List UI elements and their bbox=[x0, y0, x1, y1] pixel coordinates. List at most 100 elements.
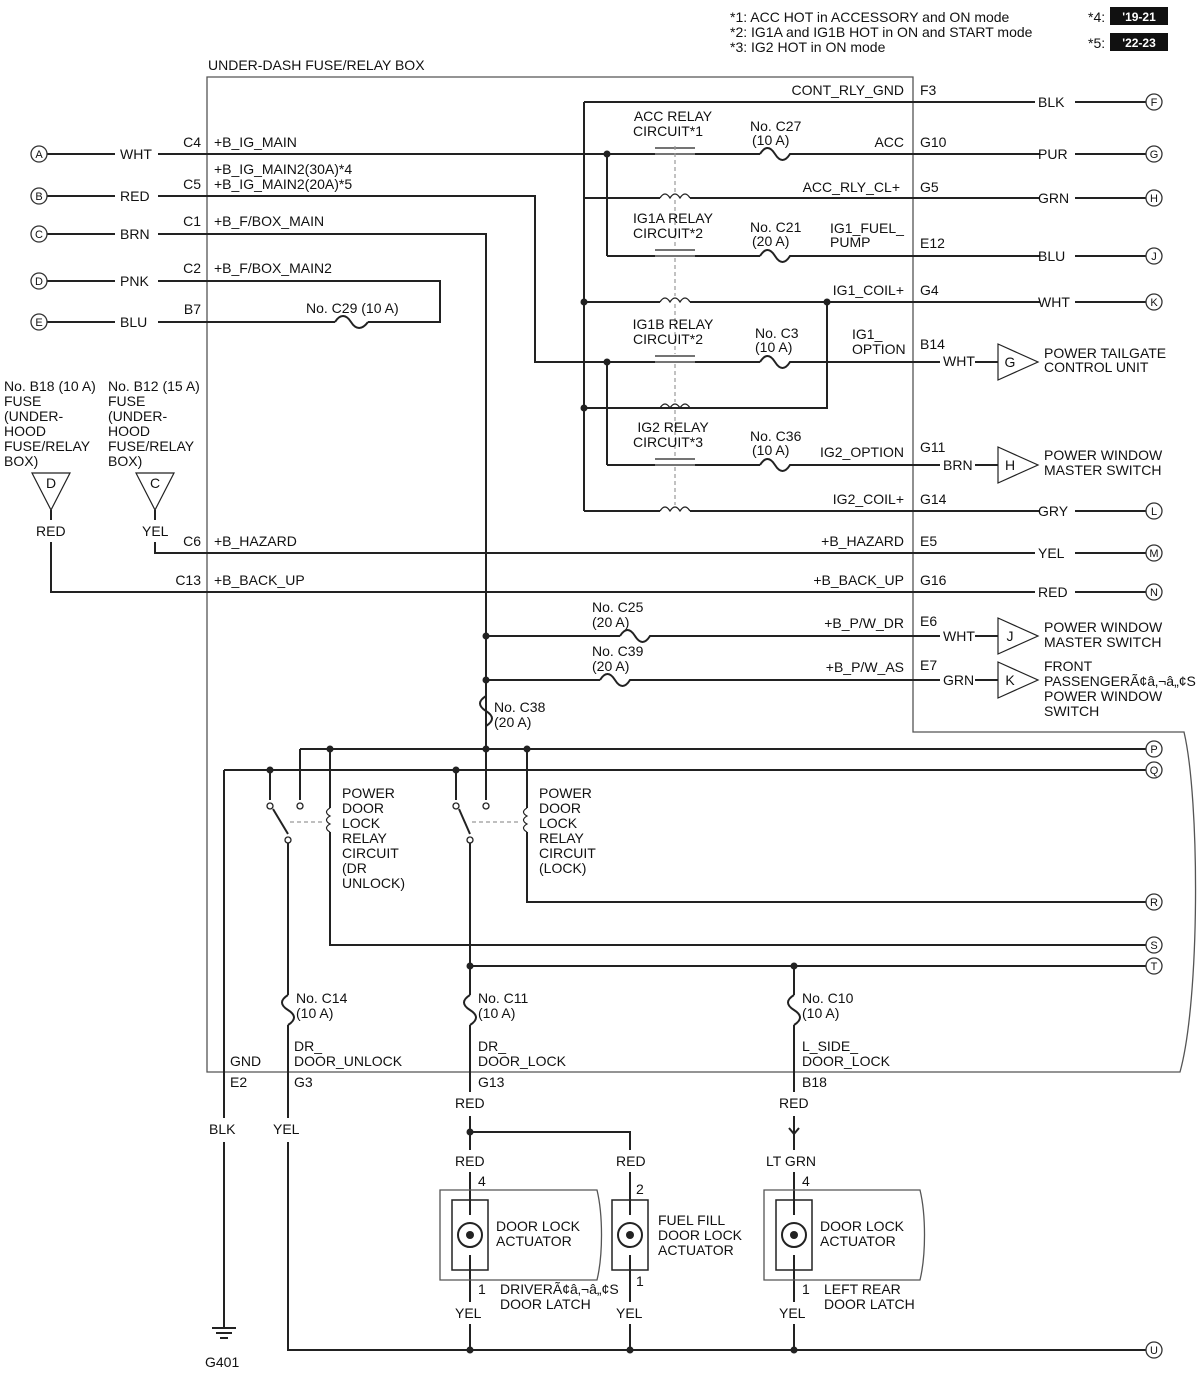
dev-pw-master-dr-2: MASTER SWITCH bbox=[1044, 634, 1161, 650]
wire-color-G: PUR bbox=[1038, 146, 1068, 162]
pdl-unlock-l5: CIRCUIT bbox=[342, 845, 399, 861]
bottom-signal-dr-unlock-1: DR_ bbox=[294, 1038, 322, 1054]
under-hood-fuses: No. B18 (10 A) FUSE (UNDER- HOOD FUSE/RE… bbox=[4, 378, 1035, 593]
signal-ig1-option-2: OPTION bbox=[852, 341, 906, 357]
note-3: *3: IG2 HOT in ON mode bbox=[730, 39, 886, 55]
year-badge-5: '22-23 bbox=[1110, 33, 1168, 51]
wire-color-yel-unlock: YEL bbox=[273, 1121, 300, 1137]
wire-color-K: WHT bbox=[1038, 294, 1070, 310]
hood-fuse-b18-l3: (UNDER- bbox=[4, 408, 63, 424]
bottom-signal-lside-2: DOOR_LOCK bbox=[802, 1053, 891, 1069]
pin-E7: E7 bbox=[920, 657, 937, 673]
wire-color-g11: BRN bbox=[943, 457, 973, 473]
fuse-c25-a: No. C25 bbox=[592, 599, 644, 615]
signal-B-FBOX-MAIN2: +B_F/BOX_MAIN2 bbox=[214, 260, 332, 276]
actuator-driver-door: 4 1 DOOR LOCK ACTUATOR DRIVERÃ¢â‚¬â„¢S D… bbox=[439, 1173, 619, 1312]
wire-color-yel-act2: YEL bbox=[616, 1305, 643, 1321]
pin-G16: G16 bbox=[920, 572, 947, 588]
connector-G: G bbox=[1145, 145, 1163, 163]
ground-symbol bbox=[212, 1327, 236, 1339]
wire-color-red-b18: RED bbox=[779, 1095, 809, 1111]
wire-color-e6: WHT bbox=[943, 628, 975, 644]
actuator-3-l2: ACTUATOR bbox=[820, 1233, 896, 1249]
bottom-signal-dr-lock-1: DR_ bbox=[478, 1038, 506, 1054]
pin-F3: F3 bbox=[920, 82, 937, 98]
signal-B-IG-MAIN: +B_IG_MAIN bbox=[214, 134, 297, 150]
svg-text:S: S bbox=[1150, 940, 1157, 952]
signal-b-backup: +B_BACK_UP bbox=[214, 572, 305, 588]
wire-color-red-g13: RED bbox=[455, 1095, 485, 1111]
pin-C13: C13 bbox=[175, 572, 201, 588]
svg-text:G: G bbox=[1150, 149, 1159, 161]
pin-C2: C2 bbox=[183, 260, 201, 276]
pdl-lock-l6: (LOCK) bbox=[539, 860, 586, 876]
acc-relay-label-1: ACC RELAY bbox=[634, 108, 713, 124]
note-1: *1: ACC HOT in ACCESSORY and ON mode bbox=[730, 9, 1010, 25]
ig2-relay-label-1: IG2 RELAY bbox=[637, 419, 709, 435]
signal-ig1-coil: IG1_COIL+ bbox=[833, 282, 904, 298]
pin-G14: G14 bbox=[920, 491, 947, 507]
right-outputs: F G H J K L M N BLK PUR GRN BLU WHT GRY … bbox=[584, 82, 1163, 601]
pin-E12: E12 bbox=[920, 235, 945, 251]
fuse-c10-b: (10 A) bbox=[802, 1005, 839, 1021]
wire-color-red-act2: RED bbox=[616, 1153, 646, 1169]
connector-M: M bbox=[1145, 544, 1163, 562]
actuator-1-l2: ACTUATOR bbox=[496, 1233, 572, 1249]
svg-text:L: L bbox=[1151, 506, 1157, 518]
dev-tailgate-2: CONTROL UNIT bbox=[1044, 359, 1149, 375]
pdl-lock-l5: CIRCUIT bbox=[539, 845, 596, 861]
ig1b-relay-label-1: IG1B RELAY bbox=[633, 316, 714, 332]
fuse-c21-a: No. C21 bbox=[750, 219, 802, 235]
signal-B-FBOX-MAIN: +B_F/BOX_MAIN bbox=[214, 213, 324, 229]
signal-ig1-pump: PUMP bbox=[830, 234, 870, 250]
connector-B: B bbox=[30, 187, 48, 205]
svg-text:B: B bbox=[35, 191, 42, 203]
svg-text:'19-21: '19-21 bbox=[1122, 10, 1156, 24]
actuator-1-pin-bot: 1 bbox=[478, 1281, 486, 1297]
svg-text:D: D bbox=[35, 276, 43, 288]
signal-b-backup-right: +B_BACK_UP bbox=[813, 572, 904, 588]
pin-G5: G5 bbox=[920, 179, 939, 195]
svg-text:N: N bbox=[1150, 587, 1158, 599]
connector-H: H bbox=[1145, 189, 1163, 207]
fuse-c38-a: No. C38 bbox=[494, 699, 546, 715]
connector-R: R bbox=[1145, 893, 1163, 911]
svg-text:C: C bbox=[35, 229, 43, 241]
ig1b-relay-label-2: CIRCUIT*2 bbox=[633, 331, 703, 347]
fuse-c36-b: (10 A) bbox=[752, 442, 789, 458]
fuse-c27-b: (10 A) bbox=[752, 132, 789, 148]
hood-fuse-b12-l3: (UNDER- bbox=[108, 408, 167, 424]
signal-cont-rly-gnd: CONT_RLY_GND bbox=[791, 82, 904, 98]
fuse-c11-b: (10 A) bbox=[478, 1005, 515, 1021]
connector-L: L bbox=[1145, 502, 1163, 520]
bottom-signal-dr-lock-2: DOOR_LOCK bbox=[478, 1053, 567, 1069]
connector-D: D bbox=[30, 272, 48, 290]
actuator-2-pin-top: 2 bbox=[636, 1181, 644, 1197]
signal-ig1-option-1: IG1_ bbox=[852, 326, 883, 342]
ig2-relay-switch bbox=[607, 458, 760, 466]
svg-text:A: A bbox=[35, 149, 43, 161]
ground-label: G401 bbox=[205, 1354, 239, 1370]
actuator-fuel-fill-door: 2 1 FUEL FILL DOOR LOCK ACTUATOR bbox=[611, 1181, 743, 1289]
wire-color-e7: GRN bbox=[943, 672, 974, 688]
connector-A: A bbox=[30, 145, 48, 163]
left-inputs: No. C29 (10 A) A B C D E WHT RED BRN PNK… bbox=[30, 134, 655, 728]
pdl-lock-l1: POWER bbox=[539, 785, 592, 801]
fuse-c11-a: No. C11 bbox=[478, 990, 529, 1006]
wire-color-M: YEL bbox=[1038, 545, 1065, 561]
actuator-3-l1: DOOR LOCK bbox=[820, 1218, 905, 1234]
fuse-c27-a: No. C27 bbox=[750, 118, 802, 134]
note-2: *2: IG1A and IG1B HOT in ON and START mo… bbox=[730, 24, 1033, 40]
connector-N: N bbox=[1145, 583, 1163, 601]
wire-color-B: RED bbox=[120, 188, 150, 204]
connector-T: T bbox=[1145, 957, 1163, 975]
device-outputs: G IG1_ OPTION B14 WHT POWER TAILGATE CON… bbox=[482, 326, 1196, 719]
dev-pw-master-2: MASTER SWITCH bbox=[1044, 462, 1161, 478]
svg-text:M: M bbox=[1149, 548, 1158, 560]
bottom-pin-B18: B18 bbox=[802, 1074, 827, 1090]
bottom-signal-dr-unlock-2: DOOR_UNLOCK bbox=[294, 1053, 403, 1069]
signal-acc-rly-cl: ACC_RLY_CL+ bbox=[803, 179, 900, 195]
wire-color-E: BLU bbox=[120, 314, 147, 330]
hood-fuse-b18-l4: HOOD bbox=[4, 423, 46, 439]
